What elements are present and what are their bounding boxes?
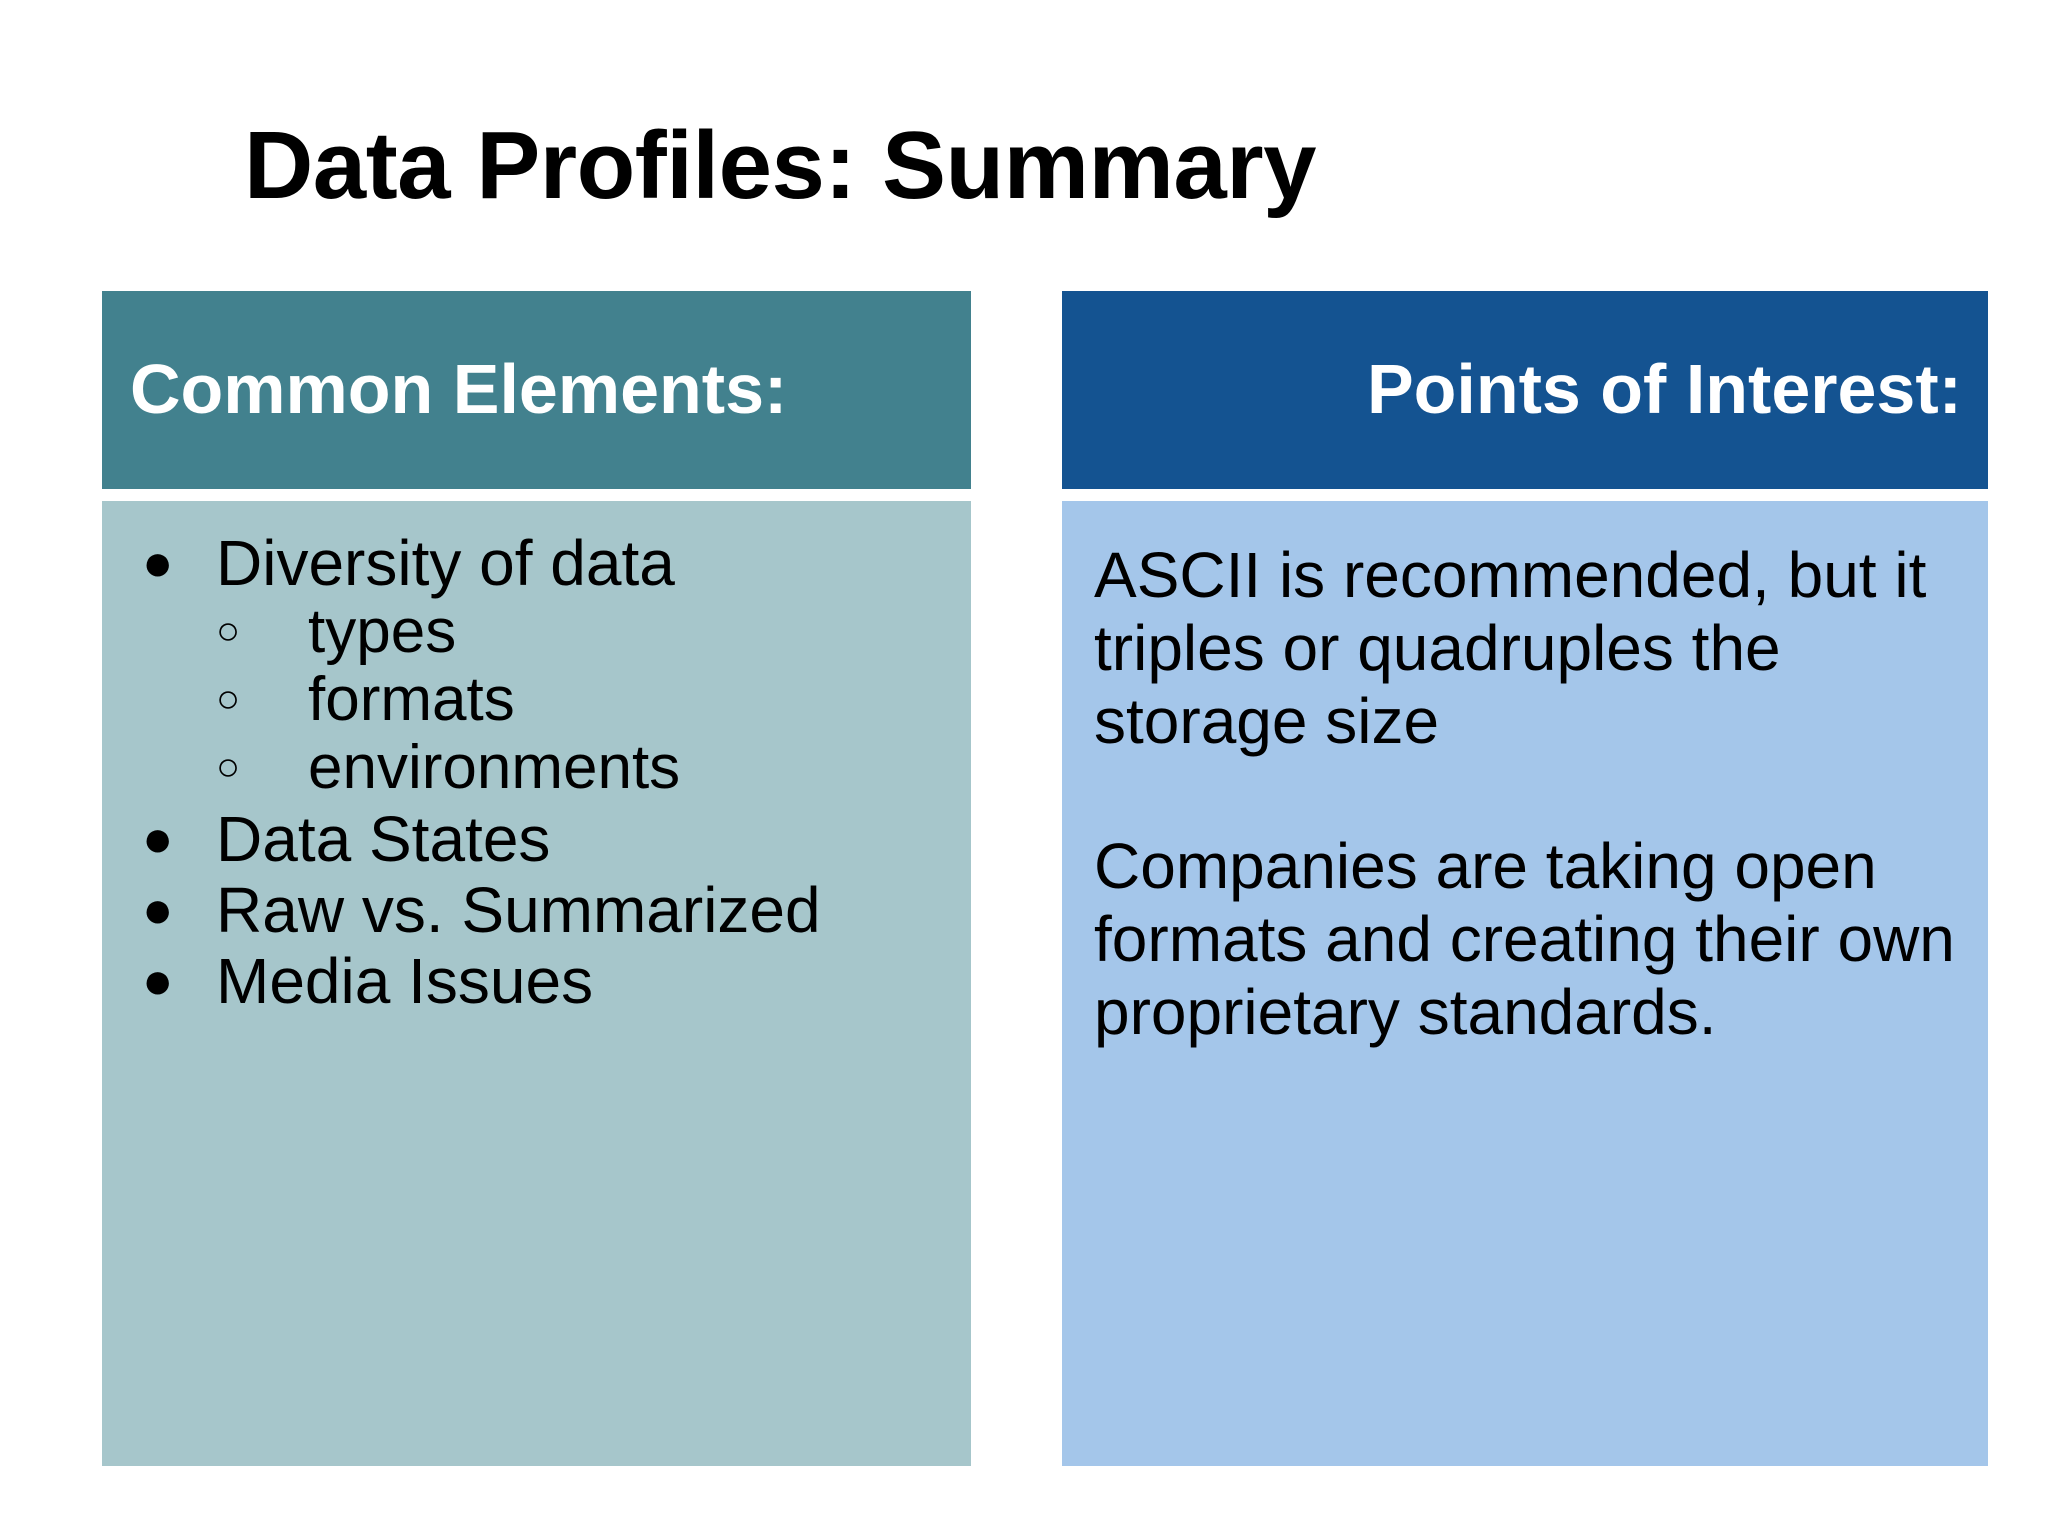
list-item-label: Media Issues	[216, 944, 594, 1017]
common-elements-body: ● Diversity of data ○ types ○ formats ○ …	[102, 501, 971, 1466]
paragraph-spacer	[1094, 758, 1968, 830]
hollow-bullet-icon: ○	[216, 609, 241, 654]
list-item: ● Media Issues	[120, 944, 953, 1017]
sub-list-item-label: formats	[308, 665, 515, 735]
points-of-interest-column: Points of Interest: ASCII is recommended…	[1062, 291, 1988, 1466]
list-item-label: Data States	[216, 802, 551, 875]
sub-list-item-label: environments	[308, 733, 681, 803]
page-title: Data Profiles: Summary	[243, 112, 1317, 219]
hollow-bullet-icon: ○	[216, 677, 241, 722]
list-item: ● Diversity of data ○ types ○ formats ○ …	[120, 527, 953, 803]
common-elements-column: Common Elements: ● Diversity of data ○ t…	[102, 291, 971, 1466]
sub-list-item: ○ environments	[216, 734, 953, 802]
filled-bullet-icon: ●	[142, 809, 174, 868]
list-item: ● Data States	[120, 802, 953, 875]
points-of-interest-header: Points of Interest:	[1062, 291, 1988, 489]
sub-list-item: ○ types	[216, 598, 953, 666]
list-item: ● Raw vs. Summarized	[120, 873, 953, 946]
hollow-bullet-icon: ○	[216, 745, 241, 790]
filled-bullet-icon: ●	[142, 880, 174, 939]
common-elements-list: ● Diversity of data ○ types ○ formats ○ …	[120, 527, 953, 1017]
sub-list-item: ○ formats	[216, 666, 953, 734]
sub-list-item-label: types	[308, 597, 457, 667]
list-item-label: Raw vs. Summarized	[216, 873, 821, 946]
common-elements-header-label: Common Elements:	[130, 350, 788, 429]
sub-list: ○ types ○ formats ○ environments	[216, 598, 953, 803]
points-of-interest-header-label: Points of Interest:	[1366, 350, 1962, 429]
paragraph-ascii: ASCII is recommended, but it triples or …	[1094, 539, 1927, 757]
list-item-label: Diversity of data	[216, 527, 675, 599]
filled-bullet-icon: ●	[142, 534, 174, 592]
filled-bullet-icon: ●	[142, 951, 174, 1010]
common-elements-header: Common Elements:	[102, 291, 971, 489]
points-of-interest-body: ASCII is recommended, but it triples or …	[1062, 501, 1988, 1466]
paragraph-companies: Companies are taking open formats and cr…	[1094, 829, 1955, 1048]
